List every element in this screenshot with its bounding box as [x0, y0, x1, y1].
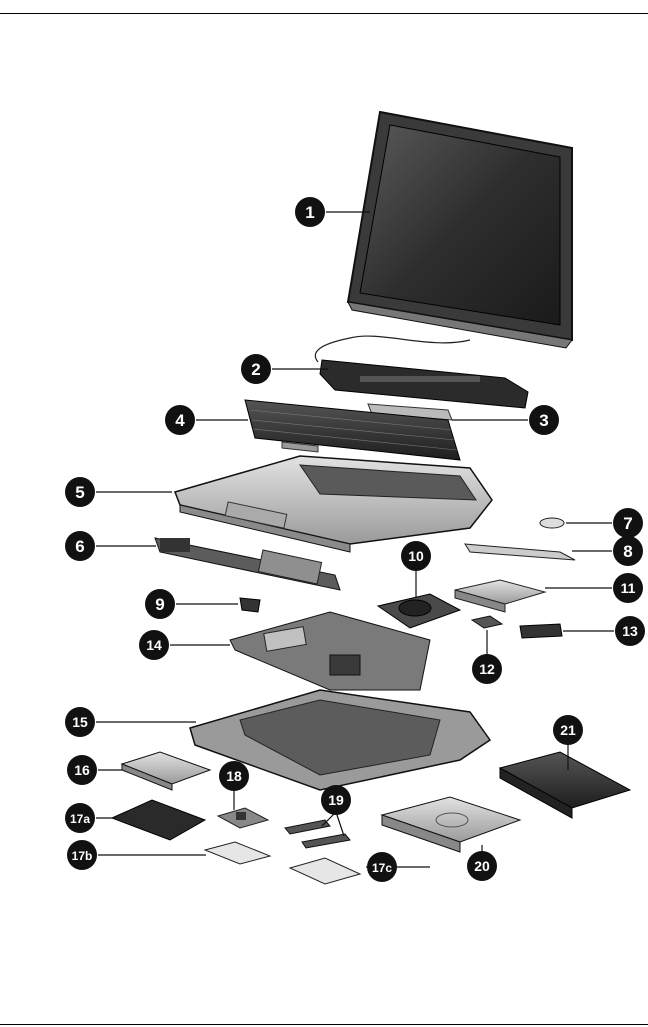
callout-14: 14 — [139, 630, 169, 660]
part-battery — [498, 751, 632, 819]
part-board-13 — [519, 623, 563, 639]
svg-text:6: 6 — [75, 537, 84, 556]
svg-text:11: 11 — [621, 580, 636, 596]
callout-1: 1 — [295, 197, 325, 227]
svg-text:14: 14 — [146, 637, 162, 653]
part-switch-cover — [319, 359, 529, 409]
svg-text:18: 18 — [226, 768, 242, 784]
callout-20: 20 — [467, 851, 497, 881]
callout-2: 2 — [241, 354, 271, 384]
callout-16: 16 — [67, 755, 97, 785]
leader-lines — [96, 211, 614, 868]
svg-text:16: 16 — [74, 762, 90, 778]
callout-5: 5 — [65, 477, 95, 507]
svg-text:4: 4 — [175, 411, 185, 430]
part-fan-10 — [376, 593, 462, 629]
part-heatsink-11 — [454, 579, 547, 613]
callout-18: 18 — [219, 761, 249, 791]
part-display-assembly — [314, 110, 573, 363]
callout-6: 6 — [65, 531, 95, 561]
part-hard-drive — [120, 751, 212, 791]
top-rule — [0, 13, 648, 14]
part-bracket-9 — [239, 597, 261, 613]
part-system-board — [229, 611, 431, 691]
part-base-enclosure — [189, 689, 492, 791]
svg-text:17a: 17a — [70, 812, 90, 826]
svg-text:9: 9 — [155, 595, 164, 614]
callout-11: 11 — [613, 573, 643, 603]
callout-10: 10 — [401, 541, 431, 571]
svg-text:7: 7 — [623, 514, 632, 533]
callout-19: 19 — [321, 785, 351, 815]
svg-text:13: 13 — [622, 623, 638, 639]
part-processor-12 — [470, 615, 504, 655]
svg-text:5: 5 — [75, 483, 84, 502]
bottom-rule — [0, 1024, 648, 1025]
svg-text:21: 21 — [560, 722, 576, 738]
part-cover-17b — [203, 841, 272, 865]
svg-text:3: 3 — [539, 411, 548, 430]
callout-17b: 17b — [67, 840, 97, 870]
svg-text:1: 1 — [305, 203, 314, 222]
svg-text:8: 8 — [623, 542, 632, 561]
part-cover-17a — [110, 799, 207, 841]
callout-15: 15 — [65, 707, 95, 737]
callout-4: 4 — [165, 405, 195, 435]
part-io-board — [154, 537, 341, 591]
part-cable-8 — [464, 543, 576, 561]
part-top-cover — [174, 455, 493, 553]
part-memory-19 — [284, 819, 351, 849]
svg-text:10: 10 — [408, 548, 424, 564]
svg-text:17c: 17c — [372, 861, 392, 875]
callout-3: 3 — [529, 405, 559, 435]
part-cable-7 — [539, 517, 565, 529]
callout-17c: 17c — [367, 852, 397, 882]
callout-9: 9 — [145, 589, 175, 619]
part-optical-drive — [380, 796, 522, 853]
callout-21: 21 — [553, 715, 583, 745]
svg-text:15: 15 — [72, 714, 88, 730]
part-card-18 — [216, 807, 270, 829]
svg-text:20: 20 — [474, 858, 490, 874]
svg-text:17b: 17b — [72, 849, 93, 863]
svg-text:2: 2 — [251, 360, 260, 379]
callout-13: 13 — [615, 616, 645, 646]
svg-text:19: 19 — [328, 792, 344, 808]
part-keyboard — [244, 399, 461, 461]
callout-7: 7 — [613, 508, 643, 538]
part-cover-17c — [288, 857, 362, 885]
callout-12: 12 — [472, 654, 502, 684]
callout-8: 8 — [613, 536, 643, 566]
callout-17a: 17a — [65, 803, 95, 833]
svg-text:12: 12 — [479, 661, 495, 677]
